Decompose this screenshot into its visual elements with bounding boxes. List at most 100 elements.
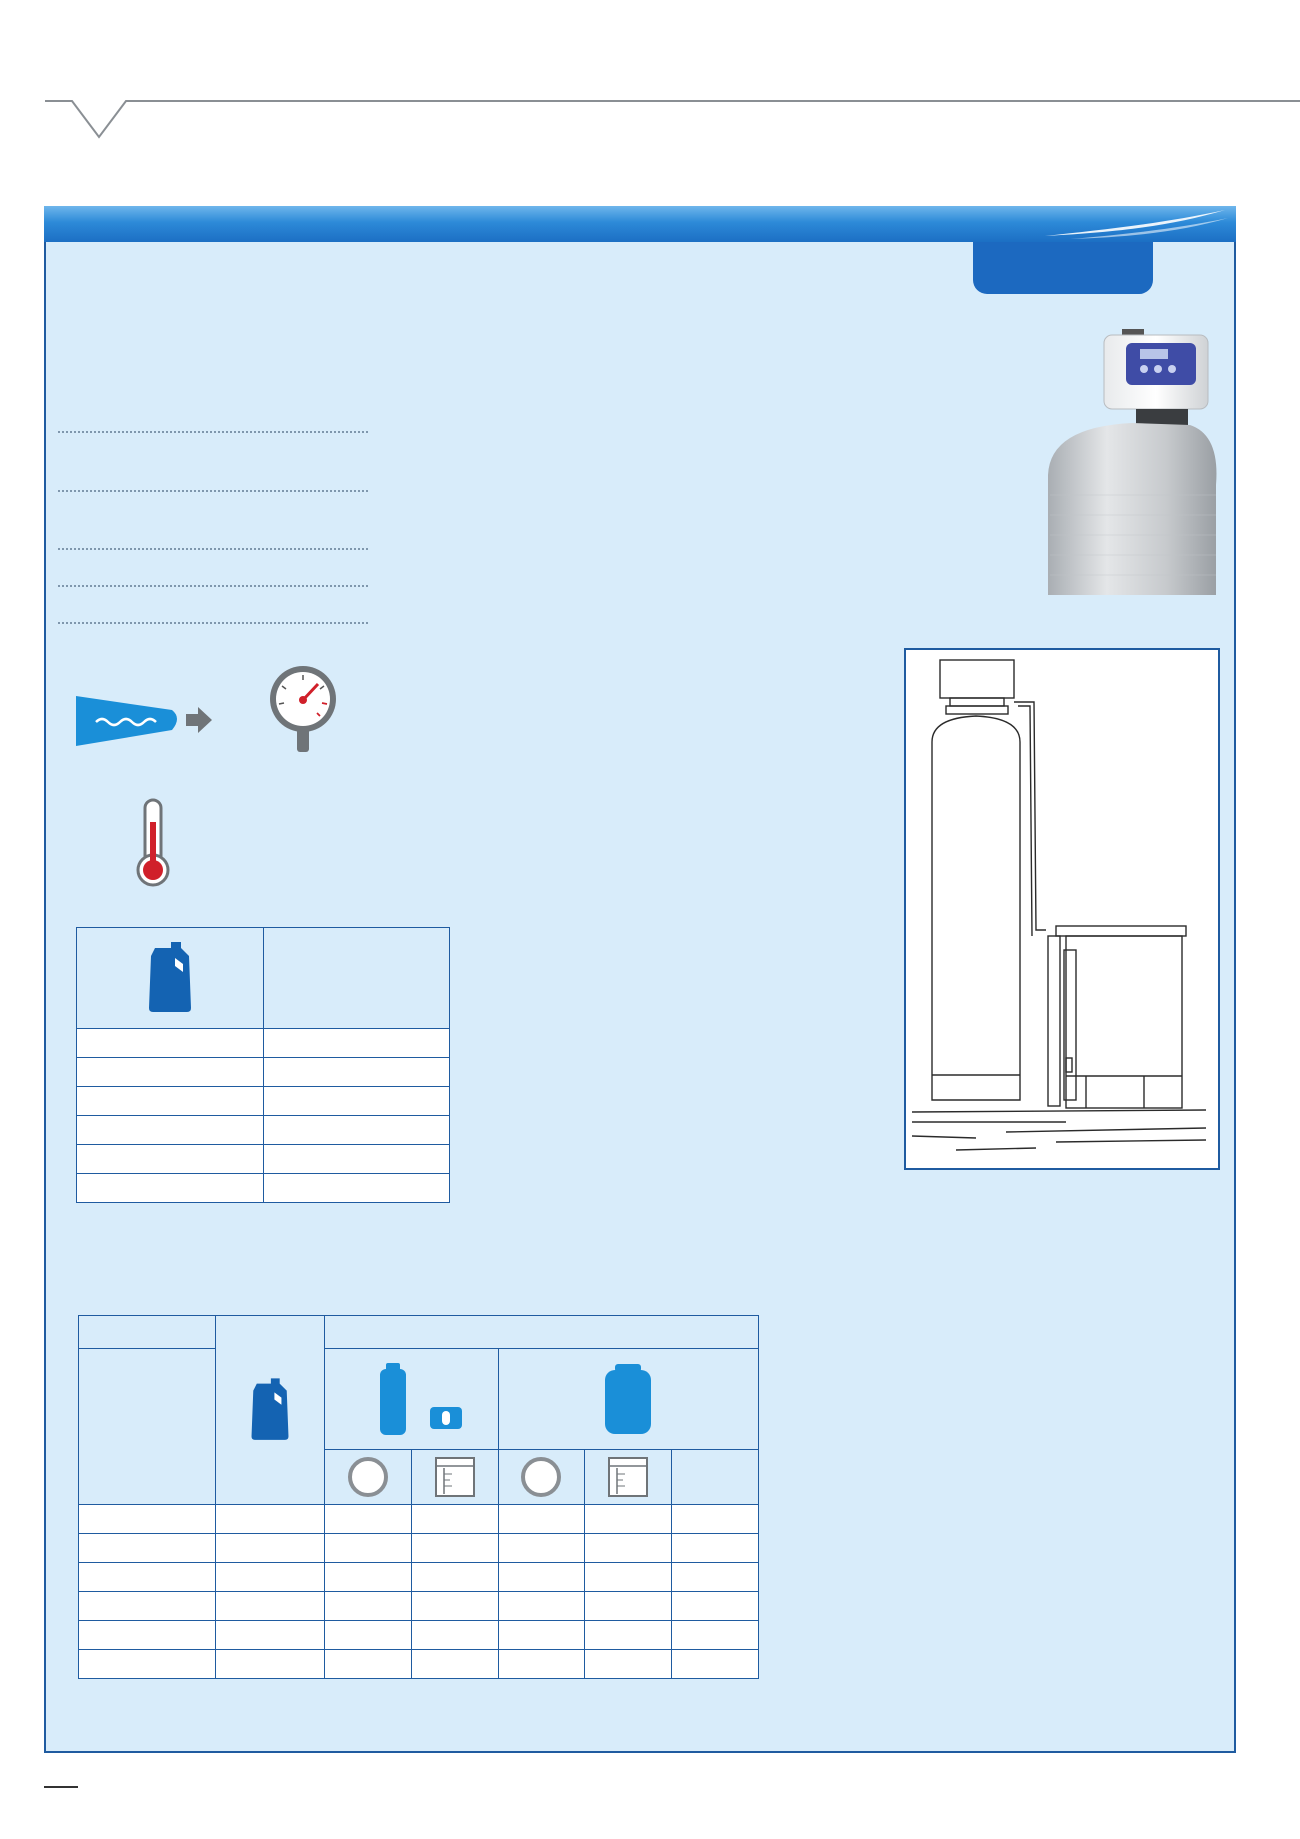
table-cell — [262, 1173, 450, 1203]
table-2-header-cell — [671, 1449, 759, 1505]
height-ruler-icon — [608, 1457, 649, 1497]
table-cell — [77, 1533, 217, 1563]
small-bottle-icon — [380, 1363, 463, 1435]
table-2-header-cell — [497, 1449, 586, 1505]
height-ruler-icon — [434, 1457, 475, 1497]
table-cell — [497, 1533, 586, 1563]
table-cell — [584, 1533, 673, 1563]
table-row — [76, 1057, 450, 1087]
table-cell — [76, 1057, 264, 1087]
table-cell — [323, 1620, 412, 1650]
table-row — [76, 1028, 450, 1058]
table-cell — [323, 1504, 412, 1534]
salt-canister-icon — [148, 942, 191, 1012]
table-2-header-cell — [323, 1348, 499, 1450]
table-cell — [584, 1649, 673, 1679]
table-2-header-cell — [215, 1315, 325, 1505]
table-cell — [497, 1591, 586, 1621]
swoosh-decoration — [1045, 210, 1228, 239]
table-cell — [323, 1591, 412, 1621]
table-row — [76, 1086, 450, 1116]
table-cell — [77, 1649, 217, 1679]
table-1 — [76, 927, 450, 1203]
thermometer-icon — [136, 798, 170, 887]
table-cell — [410, 1504, 499, 1534]
table-cell — [215, 1504, 325, 1534]
table-cell — [410, 1649, 499, 1679]
panel-header-band — [44, 206, 1236, 242]
spec-line — [58, 548, 368, 550]
installation-diagram — [911, 659, 1207, 1151]
table-cell — [671, 1562, 759, 1592]
pressure-gauge-icon — [270, 666, 336, 752]
table-2-header-cell — [497, 1348, 760, 1450]
table-2-header-row-1 — [77, 1315, 760, 1505]
spec-line — [58, 585, 368, 587]
table-1-header-cell — [76, 927, 264, 1029]
table-cell — [497, 1620, 586, 1650]
table-cell — [410, 1591, 499, 1621]
table-row — [76, 1115, 450, 1145]
table-cell — [497, 1504, 586, 1534]
installation-diagram-frame — [904, 648, 1220, 1170]
table-2 — [77, 1315, 760, 1679]
table-cell — [76, 1086, 264, 1116]
large-tank-icon — [604, 1364, 651, 1434]
spec-line — [58, 431, 368, 433]
table-cell — [410, 1562, 499, 1592]
table-cell — [671, 1649, 759, 1679]
salt-canister-icon — [251, 1378, 289, 1440]
table-cell — [671, 1504, 759, 1534]
table-cell — [262, 1057, 450, 1087]
table-cell — [215, 1620, 325, 1650]
table-cell — [323, 1533, 412, 1563]
diameter-circle-icon — [347, 1457, 388, 1497]
table-row — [77, 1620, 759, 1650]
table-2-header-cell — [410, 1449, 499, 1505]
table-cell — [584, 1591, 673, 1621]
table-row — [76, 1144, 450, 1174]
table-cell — [410, 1533, 499, 1563]
table-cell — [77, 1591, 217, 1621]
table-cell — [76, 1115, 264, 1145]
table-2-header-row-3 — [79, 1449, 759, 1505]
table-cell — [215, 1649, 325, 1679]
spec-line — [58, 622, 368, 624]
table-cell — [77, 1562, 217, 1592]
table-2-header-cell — [584, 1449, 673, 1505]
table-row — [76, 1173, 450, 1203]
table-cell — [76, 1144, 264, 1174]
table-cell — [671, 1620, 759, 1650]
table-row — [77, 1504, 759, 1534]
table-cell — [77, 1504, 217, 1534]
table-2-header-cell — [323, 1449, 412, 1505]
table-cell — [215, 1591, 325, 1621]
table-1-header — [76, 927, 450, 1029]
table-cell — [215, 1562, 325, 1592]
water-flow-icon — [76, 696, 212, 746]
diameter-circle-icon — [521, 1457, 562, 1497]
table-2-header-row-2 — [79, 1348, 760, 1450]
table-cell — [215, 1533, 325, 1563]
table-cell — [410, 1620, 499, 1650]
table-cell — [671, 1533, 759, 1563]
table-cell — [76, 1173, 264, 1203]
table-cell — [497, 1649, 586, 1679]
table-cell — [323, 1649, 412, 1679]
section-tab — [973, 242, 1153, 294]
table-cell — [262, 1086, 450, 1116]
table-1-header-cell — [262, 927, 450, 1029]
table-cell — [262, 1028, 450, 1058]
table-cell — [497, 1562, 586, 1592]
table-row — [77, 1533, 759, 1563]
table-2-header-cell — [323, 1315, 760, 1349]
table-row — [77, 1562, 759, 1592]
table-row — [77, 1649, 759, 1679]
table-cell — [671, 1591, 759, 1621]
table-cell — [77, 1620, 217, 1650]
header-rule — [45, 100, 1300, 139]
table-cell — [584, 1504, 673, 1534]
table-row — [77, 1591, 759, 1621]
water-softener-photo — [1048, 329, 1217, 595]
table-cell — [262, 1144, 450, 1174]
